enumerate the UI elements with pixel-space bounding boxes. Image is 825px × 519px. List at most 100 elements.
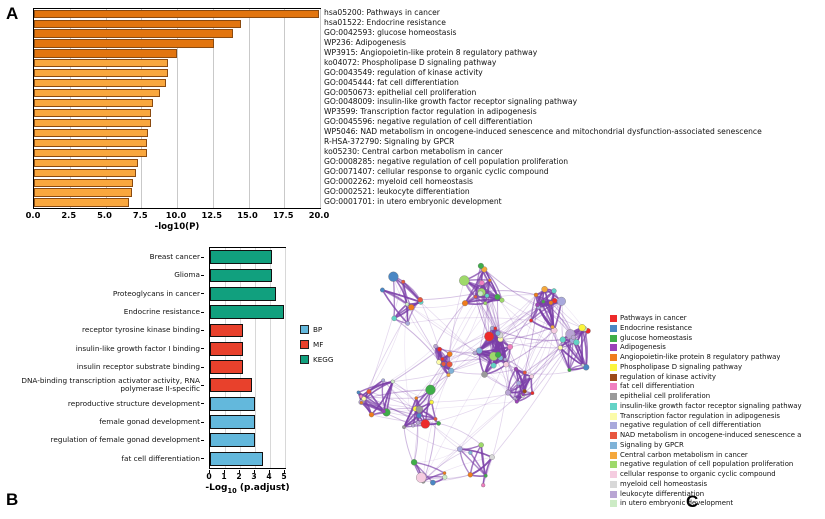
panel-c-legend-item: epithelial cell proliferation (610, 392, 825, 402)
panel-a-category-label: GO:0045444: fat cell differentiation (324, 77, 459, 87)
panel-b-letter: B (6, 490, 19, 509)
panel-a-bar (34, 138, 147, 147)
panel-c-network-node (581, 363, 585, 367)
panel-c-legend-swatch (610, 393, 617, 400)
panel-c-network-node (446, 351, 453, 357)
panel-b-gridline (255, 248, 256, 468)
panel-c-legend-swatch (610, 354, 617, 361)
panel-c-network-node (505, 389, 511, 396)
panel-c-network-node (420, 419, 430, 429)
panel-b-plot-box (209, 247, 286, 469)
panel-b-x-axis-label: -Log10 (p.adjust) (190, 483, 305, 495)
panel-a-gridline (105, 9, 107, 208)
panel-b-bar (210, 341, 243, 356)
panel-a-bar-row (34, 178, 320, 188)
panel-a-category-label: WP236: Adipogenesis (324, 37, 407, 47)
panel-a-category-label: ko04072: Phospholipase D signaling pathw… (324, 57, 497, 67)
panel-c-network-node (429, 400, 434, 405)
panel-c-legend-swatch (610, 432, 617, 439)
panel-c-network-node (359, 394, 363, 399)
panel-c-network-node (494, 293, 501, 300)
panel-b-bar (210, 360, 243, 375)
panel-a-x-tick: 20.0 (308, 210, 330, 220)
panel-c-legend-swatch (610, 363, 617, 371)
panel-c-network-node (556, 296, 566, 306)
panel-a-bar-row (34, 59, 320, 69)
panel-a-bar (34, 29, 233, 38)
panel-c-network-node (411, 423, 415, 428)
panel-b-x-axis-label-sub: 10 (227, 486, 237, 495)
panel-a-bars (34, 9, 320, 208)
panel-c-network-node (483, 301, 488, 306)
panel-c-network-node (521, 392, 526, 397)
panel-c-legend-swatch (610, 461, 617, 469)
panel-b-category-label: female gonad development (0, 413, 204, 431)
panel-c-network-node (535, 302, 540, 308)
panel-c-legend-swatch (610, 324, 617, 332)
panel-b-y-tick-mark (201, 366, 204, 368)
panel-c-legend-item: Angiopoietin-like protein 8 regulatory p… (610, 353, 825, 363)
panel-a-bar (34, 178, 134, 187)
panel-a-bar (34, 39, 215, 48)
panel-b-legend-item: BP (300, 322, 333, 337)
panel-a-bar (34, 118, 151, 128)
panel-a-bar (34, 108, 152, 118)
panel-a-category-label: GO:0002262: myeloid cell homeostasis (324, 176, 474, 186)
panel-b-bar-row (210, 450, 285, 468)
panel-c-legend-item: Central carbon metabolism in cancer (610, 451, 825, 461)
panel-a-gridline (284, 9, 286, 208)
panel-a-bar-row (34, 89, 320, 99)
panel-c-network-node (366, 389, 372, 395)
panel-c-network-node (529, 374, 534, 379)
panel-a-category-label: WP5046: NAD metabolism in oncogene-induc… (324, 127, 762, 137)
panel-a-gridline (69, 9, 71, 208)
panel-c-network-node (513, 366, 519, 372)
panel-b-y-tick-mark (201, 274, 204, 276)
panel-b-x-tick-mark (224, 470, 225, 473)
panel-a-bar-row (34, 69, 320, 79)
panel-a-category-label: GO:0008285: negative regulation of cell … (324, 157, 569, 167)
panel-b-bar (210, 378, 252, 393)
panel-b-legend-swatch (300, 325, 309, 334)
panel-c-legend-label: Adipogenesis (620, 343, 666, 352)
panel-b-bar (210, 305, 284, 320)
panel-c-legend-label: negative regulation of cell differentiat… (620, 421, 761, 430)
panel-a-bar-row (34, 138, 320, 148)
panel-c-legend-swatch (610, 500, 617, 508)
panel-a-bar (34, 188, 132, 197)
panel-b-x-tick: 3 (251, 472, 257, 481)
panel-c-legend-item: Signaling by GPCR (610, 441, 825, 451)
panel-a-bar (34, 148, 147, 157)
panel-c-network-node (484, 331, 494, 342)
panel-a-x-tick: 0.0 (25, 210, 41, 220)
panel-b-legend-label: MF (313, 340, 324, 349)
panel-a-gridline (320, 9, 321, 208)
panel-c-network-node (391, 315, 397, 322)
panel-c-network-node (483, 473, 488, 478)
panel-c-legend-swatch (610, 441, 617, 449)
panel-c-network-node (484, 293, 490, 298)
panel-c-network-node (490, 362, 497, 369)
panel-c-network-node (405, 302, 410, 307)
panel-c-network-node (459, 275, 470, 286)
panel-c-legend-swatch (610, 480, 617, 488)
panel-a-bar-row (34, 118, 320, 128)
panel-c-legend-label: glucose homeostasis (620, 333, 693, 342)
panel-c-legend-item: Pathways in cancer (610, 314, 825, 324)
panel-c-legend-item: Endocrine resistance (610, 324, 825, 334)
panel-a-category-label: hsa05200: Pathways in cancer (324, 8, 440, 17)
panel-b-category-label: receptor tyrosine kinase binding (0, 321, 204, 339)
panel-b-bars (210, 248, 285, 468)
panel-a-category-label: R-HSA-372790: Signaling by GPCR (324, 137, 455, 147)
panel-c-legend-swatch (610, 383, 617, 391)
panel-a-bar-row (34, 168, 320, 178)
panel-c-legend-item: negative regulation of cell population p… (610, 460, 825, 470)
panel-c-legend-swatch (610, 451, 617, 459)
panel-c-network-node (401, 279, 406, 284)
panel-b-bar (210, 451, 263, 466)
panel-b-category-label: Breast cancer (0, 248, 204, 266)
panel-c-network-graph (345, 240, 620, 519)
panel-b-bar-row (210, 321, 285, 339)
panel-a-x-tick: 17.5 (273, 210, 294, 220)
panel-c-network-node (559, 336, 566, 343)
